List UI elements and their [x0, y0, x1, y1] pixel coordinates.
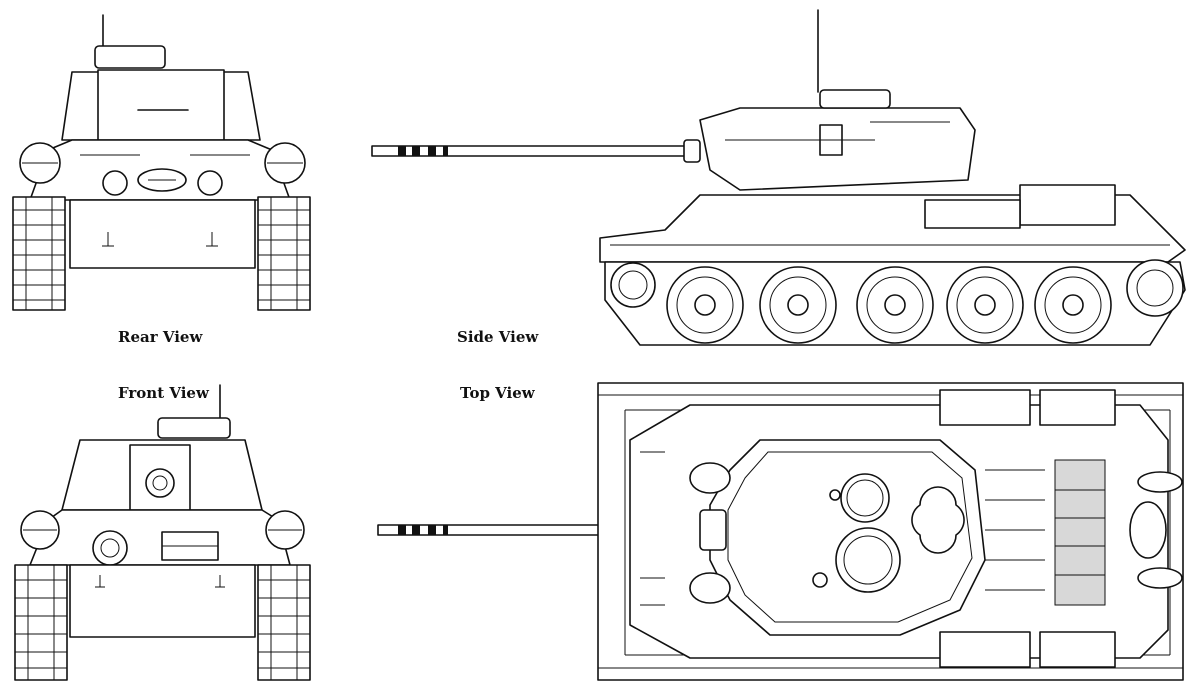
top-view-drawing — [377, 382, 1184, 681]
top-view-label: Top View — [460, 384, 535, 402]
rear-view-label: Rear View — [118, 328, 203, 346]
rear-view-drawing — [12, 14, 311, 311]
front-view-label: Front View — [118, 384, 209, 402]
side-view-label: Side View — [457, 328, 539, 346]
side-view-drawing — [371, 9, 1186, 346]
front-view-drawing — [14, 384, 311, 681]
